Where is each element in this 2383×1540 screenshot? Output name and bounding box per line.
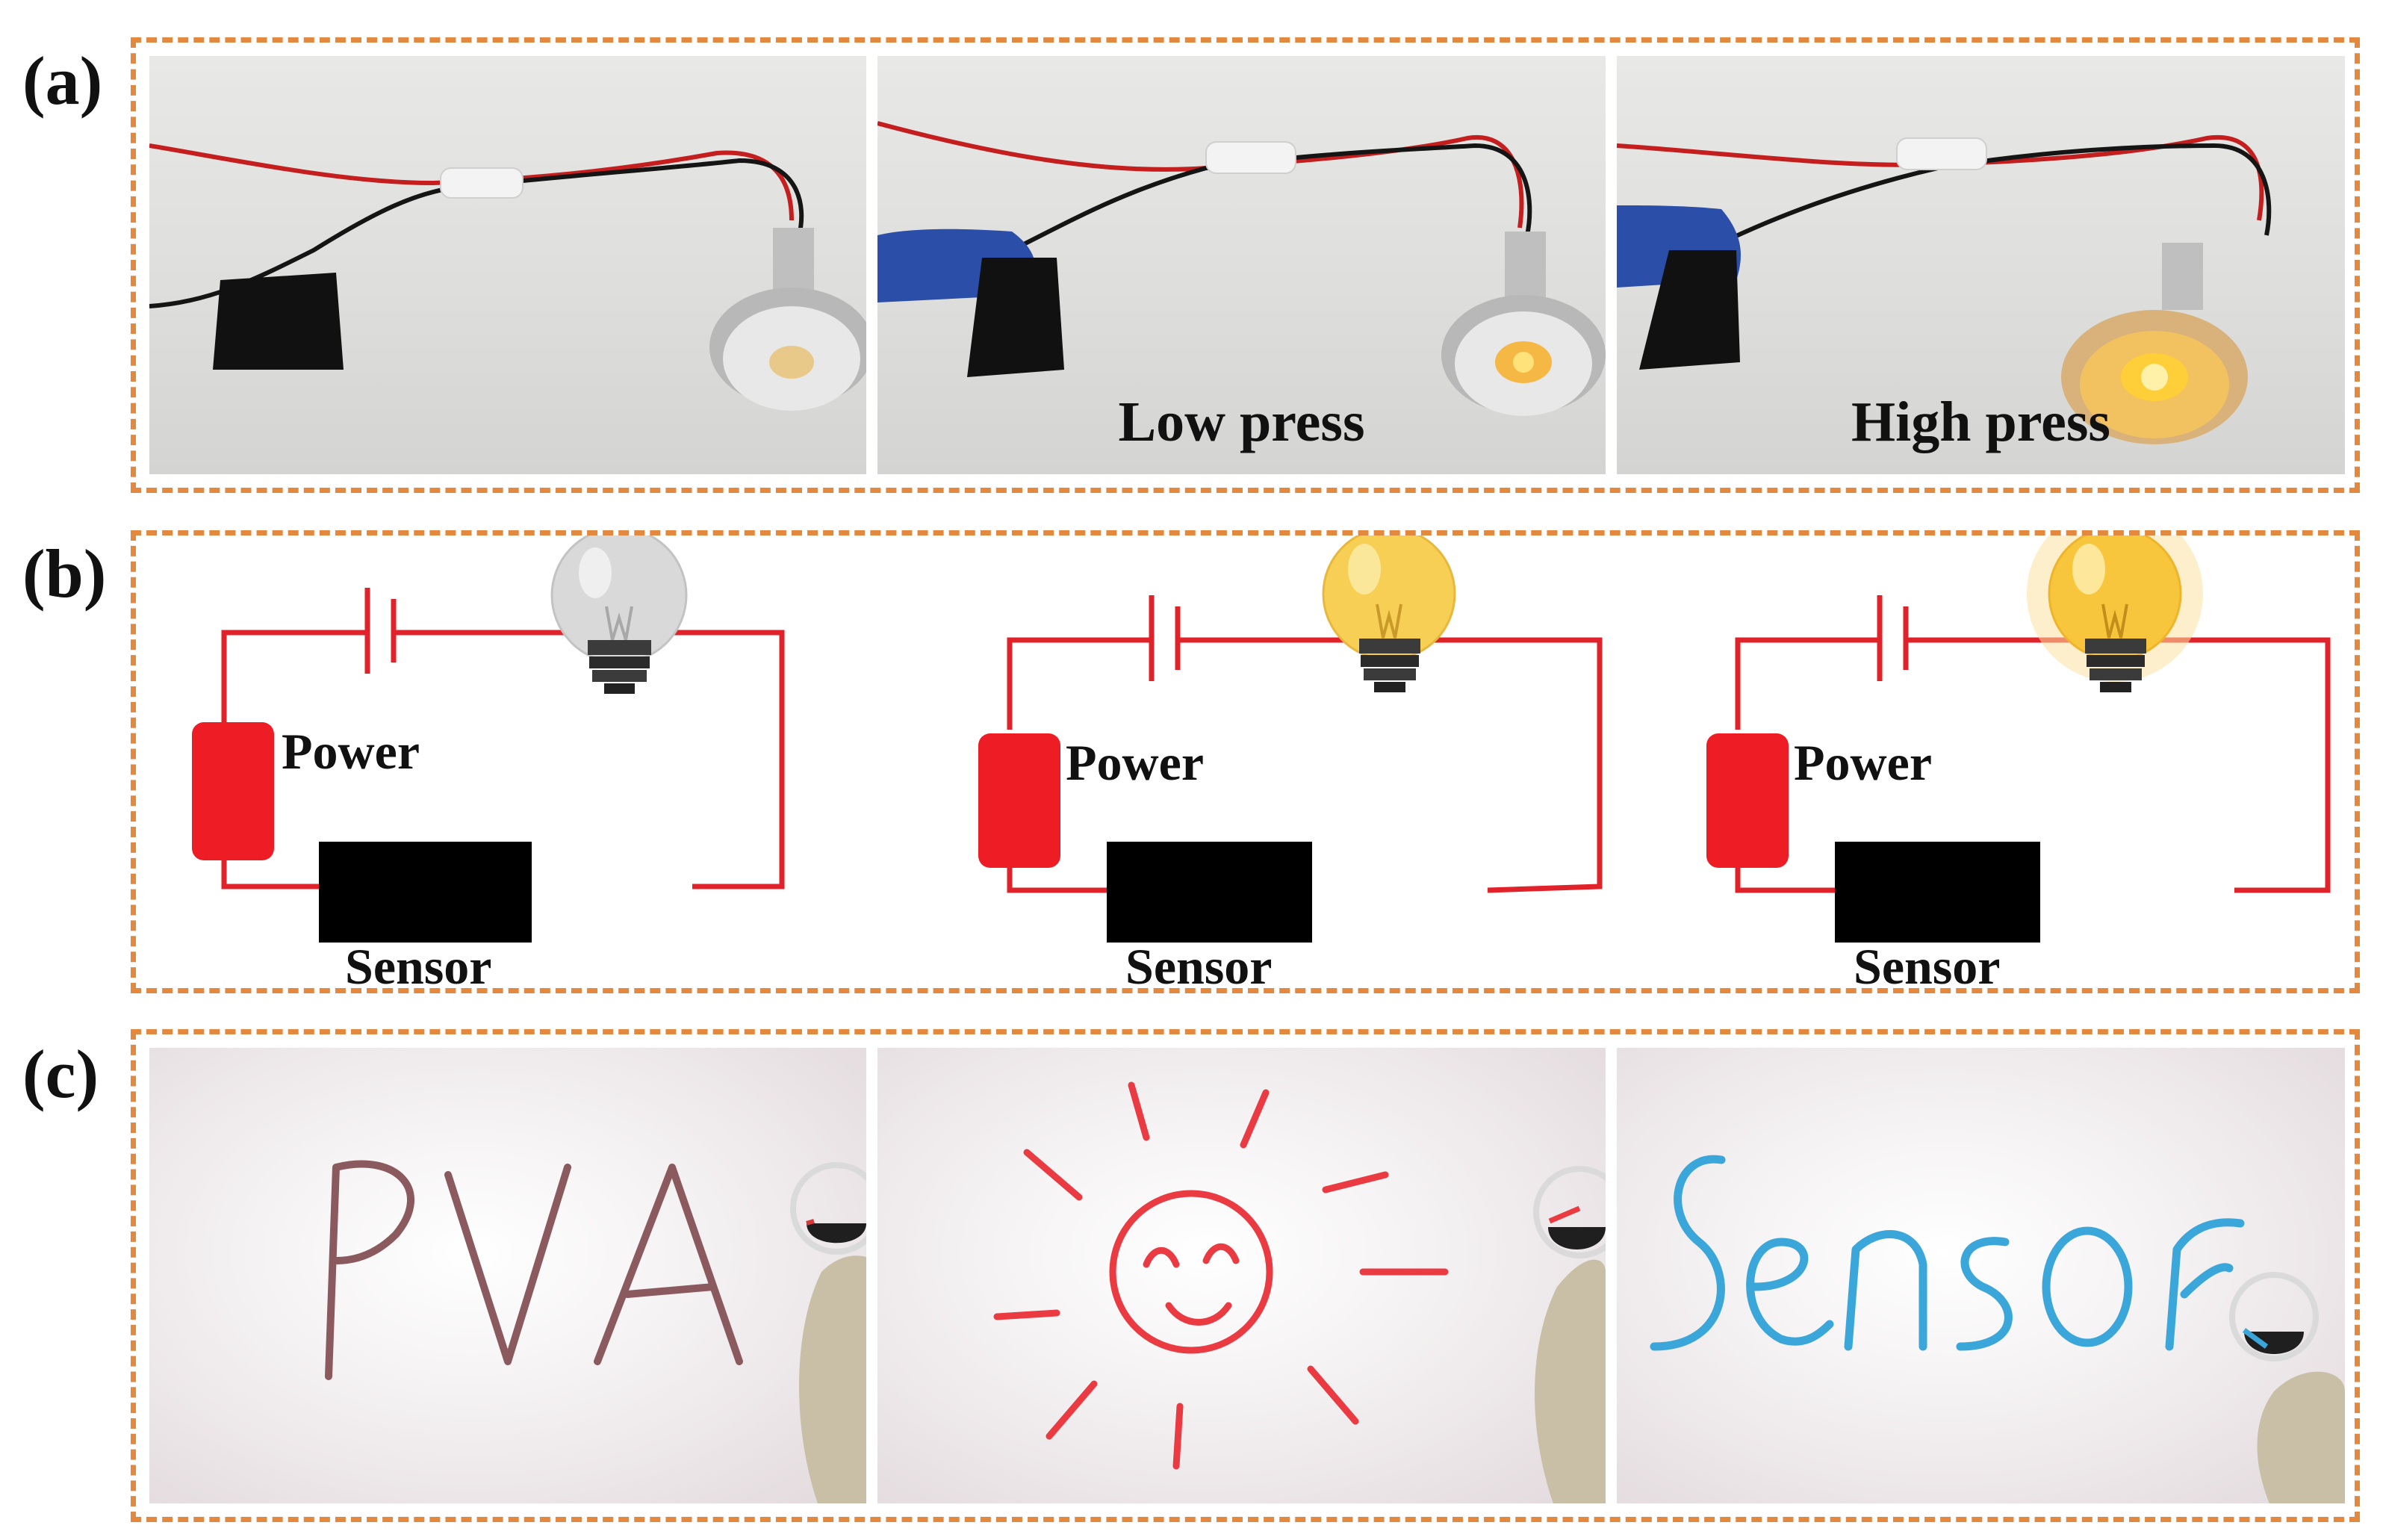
whiteboard-pva: [149, 1048, 866, 1503]
caption-low-press: Low press: [1118, 391, 1365, 453]
panel-c-frame: [131, 1029, 2360, 1522]
power-block: [1706, 733, 1789, 868]
bulb-dim-icon: [1322, 535, 1456, 692]
panel-c-label: (c): [22, 1036, 99, 1112]
whiteboard-sensor: [1617, 1048, 2345, 1503]
handwriting-sensor: [1650, 1155, 2245, 1351]
sensor-label: Sensor: [345, 938, 492, 995]
sensor-label: Sensor: [1125, 938, 1273, 995]
sensor-label: Sensor: [1854, 938, 2001, 995]
sensor-block: [1107, 842, 1312, 943]
panel-b-frame: Power Sensor: [131, 530, 2360, 995]
handwriting-sun-smiley: [993, 1081, 1449, 1470]
panel-a-label: (a): [22, 43, 103, 119]
power-label: Power: [1794, 734, 1933, 791]
handwriting-pva: [325, 1160, 743, 1380]
caption-high-press: High press: [1851, 391, 2110, 453]
sensor-block: [319, 842, 532, 943]
circuit-1: Power Sensor: [177, 535, 909, 1013]
photo-led-off: [149, 56, 866, 474]
power-block: [978, 733, 1060, 868]
photo-led-low-press: Low press: [877, 56, 1606, 474]
power-label: Power: [282, 723, 420, 780]
power-label: Power: [1066, 734, 1205, 791]
panel-b-label: (b): [22, 535, 107, 612]
power-block: [192, 722, 274, 860]
whiteboard-sun: [877, 1048, 1606, 1503]
circuit-2: Power Sensor: [965, 535, 1697, 1013]
bulb-off-icon: [550, 535, 688, 694]
sensor-block: [1835, 842, 2040, 943]
bulb-bright-icon: [2027, 535, 2203, 692]
panel-a-frame: Low press High press: [131, 37, 2360, 493]
circuit-3: Power Sensor: [1693, 535, 2383, 1013]
photo-led-high-press: High press: [1617, 56, 2345, 474]
